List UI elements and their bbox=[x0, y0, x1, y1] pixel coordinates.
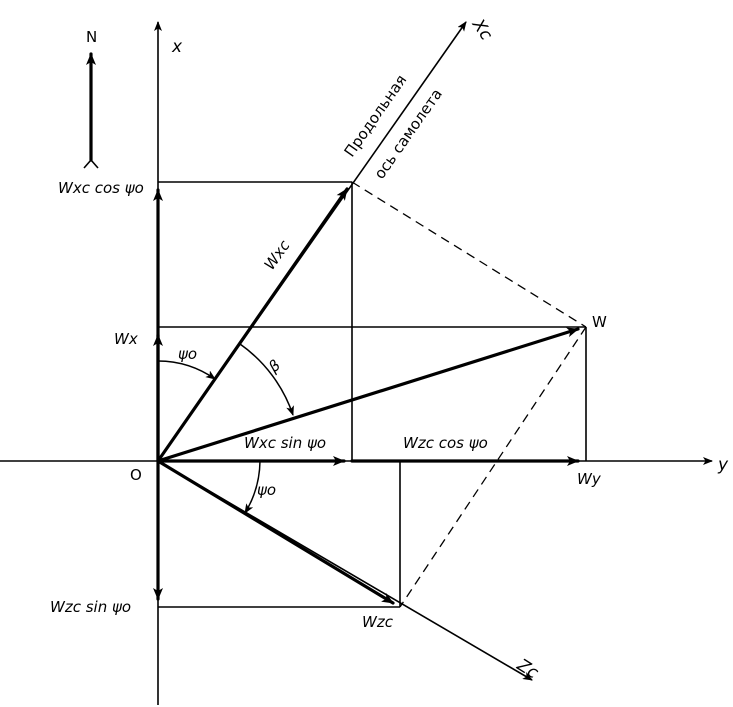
w-label: W bbox=[592, 313, 607, 331]
beta-label: β bbox=[264, 356, 284, 377]
x-axis-label: x bbox=[171, 37, 183, 57]
parallelogram-dash-top bbox=[351, 181, 587, 328]
wy-label: Wy bbox=[577, 470, 602, 488]
north-arrow-tail-left bbox=[83, 159, 92, 169]
w-vector bbox=[156, 327, 580, 463]
parallelogram-dash-right bbox=[399, 326, 587, 608]
wxc-label: Wxc bbox=[261, 236, 295, 273]
wzc-vector bbox=[156, 459, 395, 605]
wxc-cos-label: Wxc cos ψo bbox=[58, 179, 144, 197]
origin-label: O bbox=[130, 466, 142, 484]
wzc-cos-label: Wzc cos ψo bbox=[403, 434, 488, 452]
north-arrow-tail-right bbox=[90, 159, 99, 169]
psi-top-arc bbox=[157, 360, 216, 380]
psi-bottom-arc bbox=[244, 460, 261, 514]
beta-arc bbox=[239, 343, 294, 416]
xc-axis-label: Xc bbox=[467, 15, 496, 45]
north-label: N bbox=[86, 28, 97, 46]
wzc-sin-label: Wzc sin ψo bbox=[50, 598, 131, 616]
wxc-sin-label: Wxc sin ψo bbox=[244, 434, 326, 452]
wx-label: Wx bbox=[114, 330, 138, 348]
psi-bottom-label: ψo bbox=[257, 481, 276, 499]
wzc-label: Wzc bbox=[362, 613, 394, 631]
psi-top-label: ψo bbox=[178, 345, 197, 363]
zc-axis-label: Zc bbox=[513, 655, 543, 684]
north-indicator: N bbox=[83, 28, 99, 169]
wxc-vector bbox=[156, 187, 349, 463]
y-axis-label: y bbox=[717, 455, 729, 475]
